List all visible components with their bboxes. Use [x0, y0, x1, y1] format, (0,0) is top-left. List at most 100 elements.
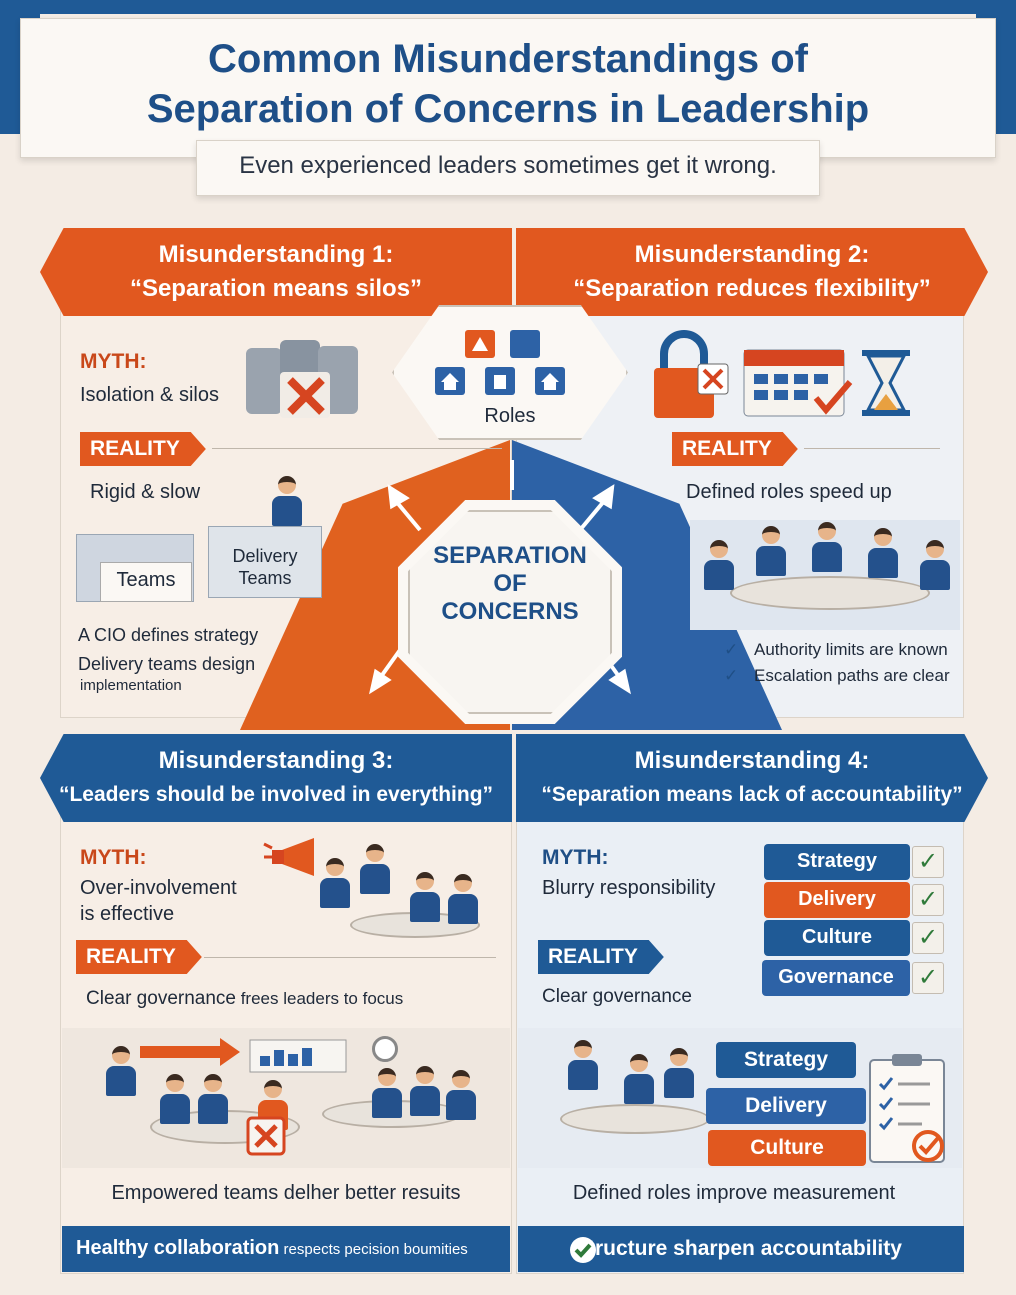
team-member	[446, 1070, 476, 1120]
team-member	[410, 1066, 440, 1116]
role-icon	[510, 330, 540, 358]
team-member	[756, 526, 786, 576]
myth-text-line-2: is effective	[80, 903, 175, 925]
team-member	[198, 1074, 228, 1124]
note-strategy: A CIO defines strategy	[78, 625, 259, 645]
team-member	[704, 540, 734, 590]
banner-heading: Misunderstanding 3:	[158, 747, 394, 774]
core-line-3: CONCERNS	[441, 598, 579, 625]
team-member	[410, 872, 440, 922]
core-line-1: SEPARATION	[433, 542, 587, 569]
subtitle-card	[196, 140, 820, 196]
top-band	[0, 0, 1016, 14]
divider	[212, 448, 502, 449]
reality-text-emphasis: Clear governance	[86, 988, 236, 1009]
check-authority: Authority limits are known	[754, 640, 948, 659]
team-member	[372, 1068, 402, 1118]
reality-text: Clear governance	[542, 986, 692, 1007]
tab-governance: Governance	[762, 960, 910, 996]
reality-tag: REALITY	[672, 432, 798, 466]
silos-icon	[246, 340, 358, 418]
team-member	[160, 1074, 190, 1124]
reality-tag: REALITY	[538, 940, 664, 974]
roles-icons	[435, 330, 565, 395]
flexibility-icons	[654, 330, 910, 418]
delivery-teams-box: Delivery Teams	[208, 526, 322, 598]
team-member	[920, 540, 950, 590]
check-icon: ✓	[912, 962, 944, 994]
banner-heading: Misunderstanding 4:	[634, 747, 870, 774]
megaphone-icon	[263, 838, 314, 876]
footer-collaboration: Healthy collaboration respects pecision …	[62, 1226, 510, 1272]
team-member	[664, 1048, 694, 1098]
lock-icon	[660, 330, 708, 368]
myth-text-line-1: Over-involvement	[80, 877, 237, 899]
myth-label: MYTH:	[542, 846, 609, 869]
myth-text: Over-involvement is effective	[80, 875, 237, 927]
banner-quote: “Separation reduces flexibility”	[573, 275, 931, 302]
leader-figure	[106, 1046, 136, 1096]
myth-text: Isolation & silos	[80, 384, 219, 406]
delivery-label-2: Teams	[238, 568, 292, 588]
title-card	[20, 18, 996, 158]
myth-label: MYTH:	[80, 350, 147, 373]
footer-bold: Healthy collaboration	[76, 1237, 280, 1259]
divider	[804, 448, 940, 449]
check-icon: ✓	[912, 846, 944, 878]
check-icon: ✓	[724, 666, 739, 685]
arrow-and-board-icon	[140, 1038, 347, 1073]
check-icon: ✓	[912, 884, 944, 916]
core-octagon	[408, 510, 612, 714]
clock-icon	[372, 1036, 398, 1062]
page-title: Common Misunderstandings of Separation o…	[20, 34, 996, 134]
banner-misunderstanding-3: Misunderstanding 3: “Leaders should be i…	[40, 734, 512, 822]
team-member	[868, 528, 898, 578]
meeting-table	[560, 1104, 710, 1134]
banner-quote: “Separation means silos”	[129, 275, 423, 302]
myth-label: MYTH:	[80, 846, 147, 869]
check-icon: ✓	[912, 922, 944, 954]
banner-misunderstanding-4: Misunderstanding 4: “Separation means la…	[516, 734, 988, 822]
leader-figure	[360, 844, 390, 894]
core-line-2: OF	[493, 570, 527, 597]
delivery-label-1: Delivery	[232, 546, 298, 566]
hourglass-icon	[862, 350, 910, 416]
stack-strategy: Strategy	[716, 1042, 856, 1078]
roles-label: Roles	[484, 405, 536, 427]
checklist-icon	[869, 1054, 945, 1163]
note-delivery: Delivery teams design	[78, 654, 256, 674]
footer-rest: respects pecision boumities	[279, 1241, 468, 1258]
tab-delivery: Delivery	[764, 882, 910, 918]
title-line-1: Common Misunderstandings of	[208, 37, 808, 81]
caption: Defined roles improve measurement	[572, 1182, 896, 1204]
stack-culture: Culture	[708, 1130, 866, 1166]
core-label: SEPARATION OF CONCERNS	[398, 542, 622, 626]
team-member	[448, 874, 478, 924]
stack-delivery: Delivery	[706, 1088, 866, 1124]
teams-label: Teams	[100, 562, 192, 602]
banner-quote: “Separation means lack of accountability…	[541, 783, 963, 806]
tab-culture: Culture	[764, 920, 910, 956]
caption: Empowered teams delher better resuits	[111, 1182, 461, 1204]
meeting-table	[730, 576, 930, 610]
reality-text: Clear governance frees leaders to focus	[86, 986, 403, 1012]
footer-accountability: Structure sharpen accountability	[518, 1226, 964, 1272]
banner-misunderstanding-2: Misunderstanding 2: “Separation reduces …	[516, 228, 988, 316]
team-member	[624, 1054, 654, 1104]
leader-figure	[272, 476, 302, 526]
myth-text: Blurry responsibility	[542, 877, 716, 899]
note-implementation: implementation	[80, 677, 182, 694]
banner-heading: Misunderstanding 2:	[634, 241, 870, 268]
footer-text: Structure sharpen accountability	[574, 1237, 902, 1260]
team-member	[568, 1040, 598, 1090]
check-icon: ✓	[724, 640, 739, 659]
check-escalation: Escalation paths are clear	[754, 666, 950, 685]
banner-heading: Misunderstanding 1:	[158, 241, 394, 268]
page-subtitle: Even experienced leaders sometimes get i…	[239, 152, 777, 179]
title-line-2: Separation of Concerns in Leadership	[146, 87, 870, 131]
tab-strategy: Strategy	[764, 844, 910, 880]
divider	[204, 957, 496, 958]
leader-figure	[320, 858, 350, 908]
team-member	[812, 522, 842, 572]
reality-text-rest: frees leaders to focus	[235, 989, 404, 1008]
